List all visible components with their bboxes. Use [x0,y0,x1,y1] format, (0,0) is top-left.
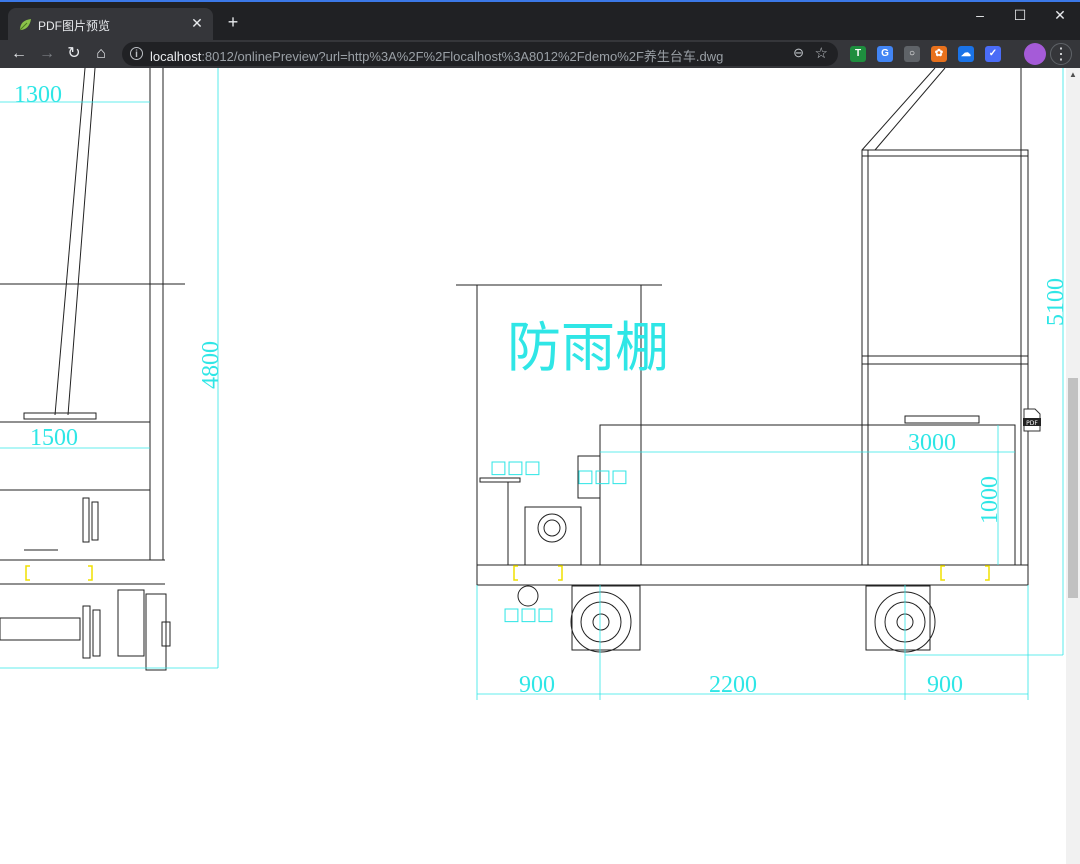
tower-brace [861,68,936,151]
front-wheel [592,613,610,631]
chassis [476,564,1029,586]
drawing-viewport: 1300 4800 1500 5100 3000 1000 900 2200 9… [0,68,1066,864]
wheel-housing [865,585,931,651]
left-wheel [92,609,101,657]
dim-3000: 3000 [908,430,956,456]
pdf-file-icon[interactable]: PDF [1022,408,1042,432]
tab-close-icon[interactable]: ✕ [191,15,203,31]
tab-strip: PDF图片预览 ✕ + – ☐ ✕ [0,0,1080,42]
browser-tab[interactable]: PDF图片预览 ✕ [8,8,213,42]
shelf [479,477,521,483]
yellow-marker [25,565,30,581]
ext-t-icon[interactable]: T [850,46,866,62]
yellow-marker [940,565,945,581]
left-coupler [82,497,90,543]
ext-cloud-icon[interactable]: ☁ [958,46,974,62]
ext-puzzle-icon[interactable]: ✿ [931,46,947,62]
tower-brace [874,68,946,151]
motor-circle [537,513,567,543]
new-tab-button[interactable]: + [227,12,239,32]
yellow-markers [25,565,990,581]
address-bar[interactable]: i localhost:8012/onlinePreview?url=http%… [122,42,838,66]
maximize-button[interactable]: ☐ [1013,7,1027,23]
tab-title: PDF图片预览 [38,19,111,33]
left-bearing [117,589,145,657]
dim-1000: 1000 [977,476,1003,524]
tower-frame [861,149,1029,566]
placeholder-label: □□□ [503,604,554,625]
left-cable-line [67,68,96,416]
more-menu-icon[interactable]: ⋮ [1050,43,1072,65]
dim-4800: 4800 [198,341,224,389]
dim-1300: 1300 [14,82,62,108]
motor-circle [543,519,561,537]
front-wheel [570,591,632,653]
left-coupler [91,501,99,541]
address-url[interactable]: localhost:8012/onlinePreview?url=http%3A… [150,49,724,64]
cad-drawing: 1300 4800 1500 5100 3000 1000 900 2200 9… [0,68,1066,700]
dim-900-left: 900 [519,672,555,698]
minimize-button[interactable]: – [976,7,984,23]
placeholder-label: □□□ [490,457,541,478]
ext-translate-icon[interactable]: G [877,46,893,62]
dim-2200: 2200 [709,672,757,698]
left-cable-line [54,68,86,416]
rain-shed-label: 防雨棚 [507,316,669,379]
scroll-up-icon[interactable]: ▲ [1069,70,1077,79]
left-stub [161,621,171,647]
yellow-marker [985,565,990,581]
profile-avatar[interactable] [1024,43,1046,65]
ext-circle-icon[interactable]: ○ [904,46,920,62]
reload-icon[interactable]: ↻ [67,45,81,62]
zoom-icon[interactable]: ⊖ [793,45,804,60]
leaf-favicon-icon [19,19,31,31]
wheel-housing [571,585,641,651]
left-axle [0,617,81,641]
dim-5100: 5100 [1043,278,1066,326]
hitch [517,585,539,607]
info-icon[interactable]: i [130,47,143,60]
forward-arrow-icon[interactable]: → [39,45,55,62]
hatch [904,415,980,424]
vertical-scrollbar[interactable]: ▲ [1066,68,1080,864]
yellow-marker [88,565,93,581]
close-window-button[interactable]: ✕ [1054,7,1066,23]
left-wheel [82,605,91,659]
scrollbar-thumb[interactable] [1068,378,1078,598]
home-icon[interactable]: ⌂ [96,45,106,62]
yellow-marker [558,565,563,581]
placeholder-label: □□□ [577,466,628,487]
dim-900-right: 900 [927,672,963,698]
yellow-marker [513,565,518,581]
ext-check-icon[interactable]: ✓ [985,46,1001,62]
front-wheel [580,601,622,643]
dim-1500: 1500 [30,425,78,451]
left-plate [145,593,167,671]
bookmark-star-icon[interactable]: ☆ [814,45,828,62]
back-arrow-icon[interactable]: ← [11,45,27,62]
svg-text:PDF: PDF [1026,420,1038,427]
left-hatch [23,412,97,420]
browser-toolbar: ← → ↻ ⌂ i localhost:8012/onlinePreview?u… [0,40,1080,68]
